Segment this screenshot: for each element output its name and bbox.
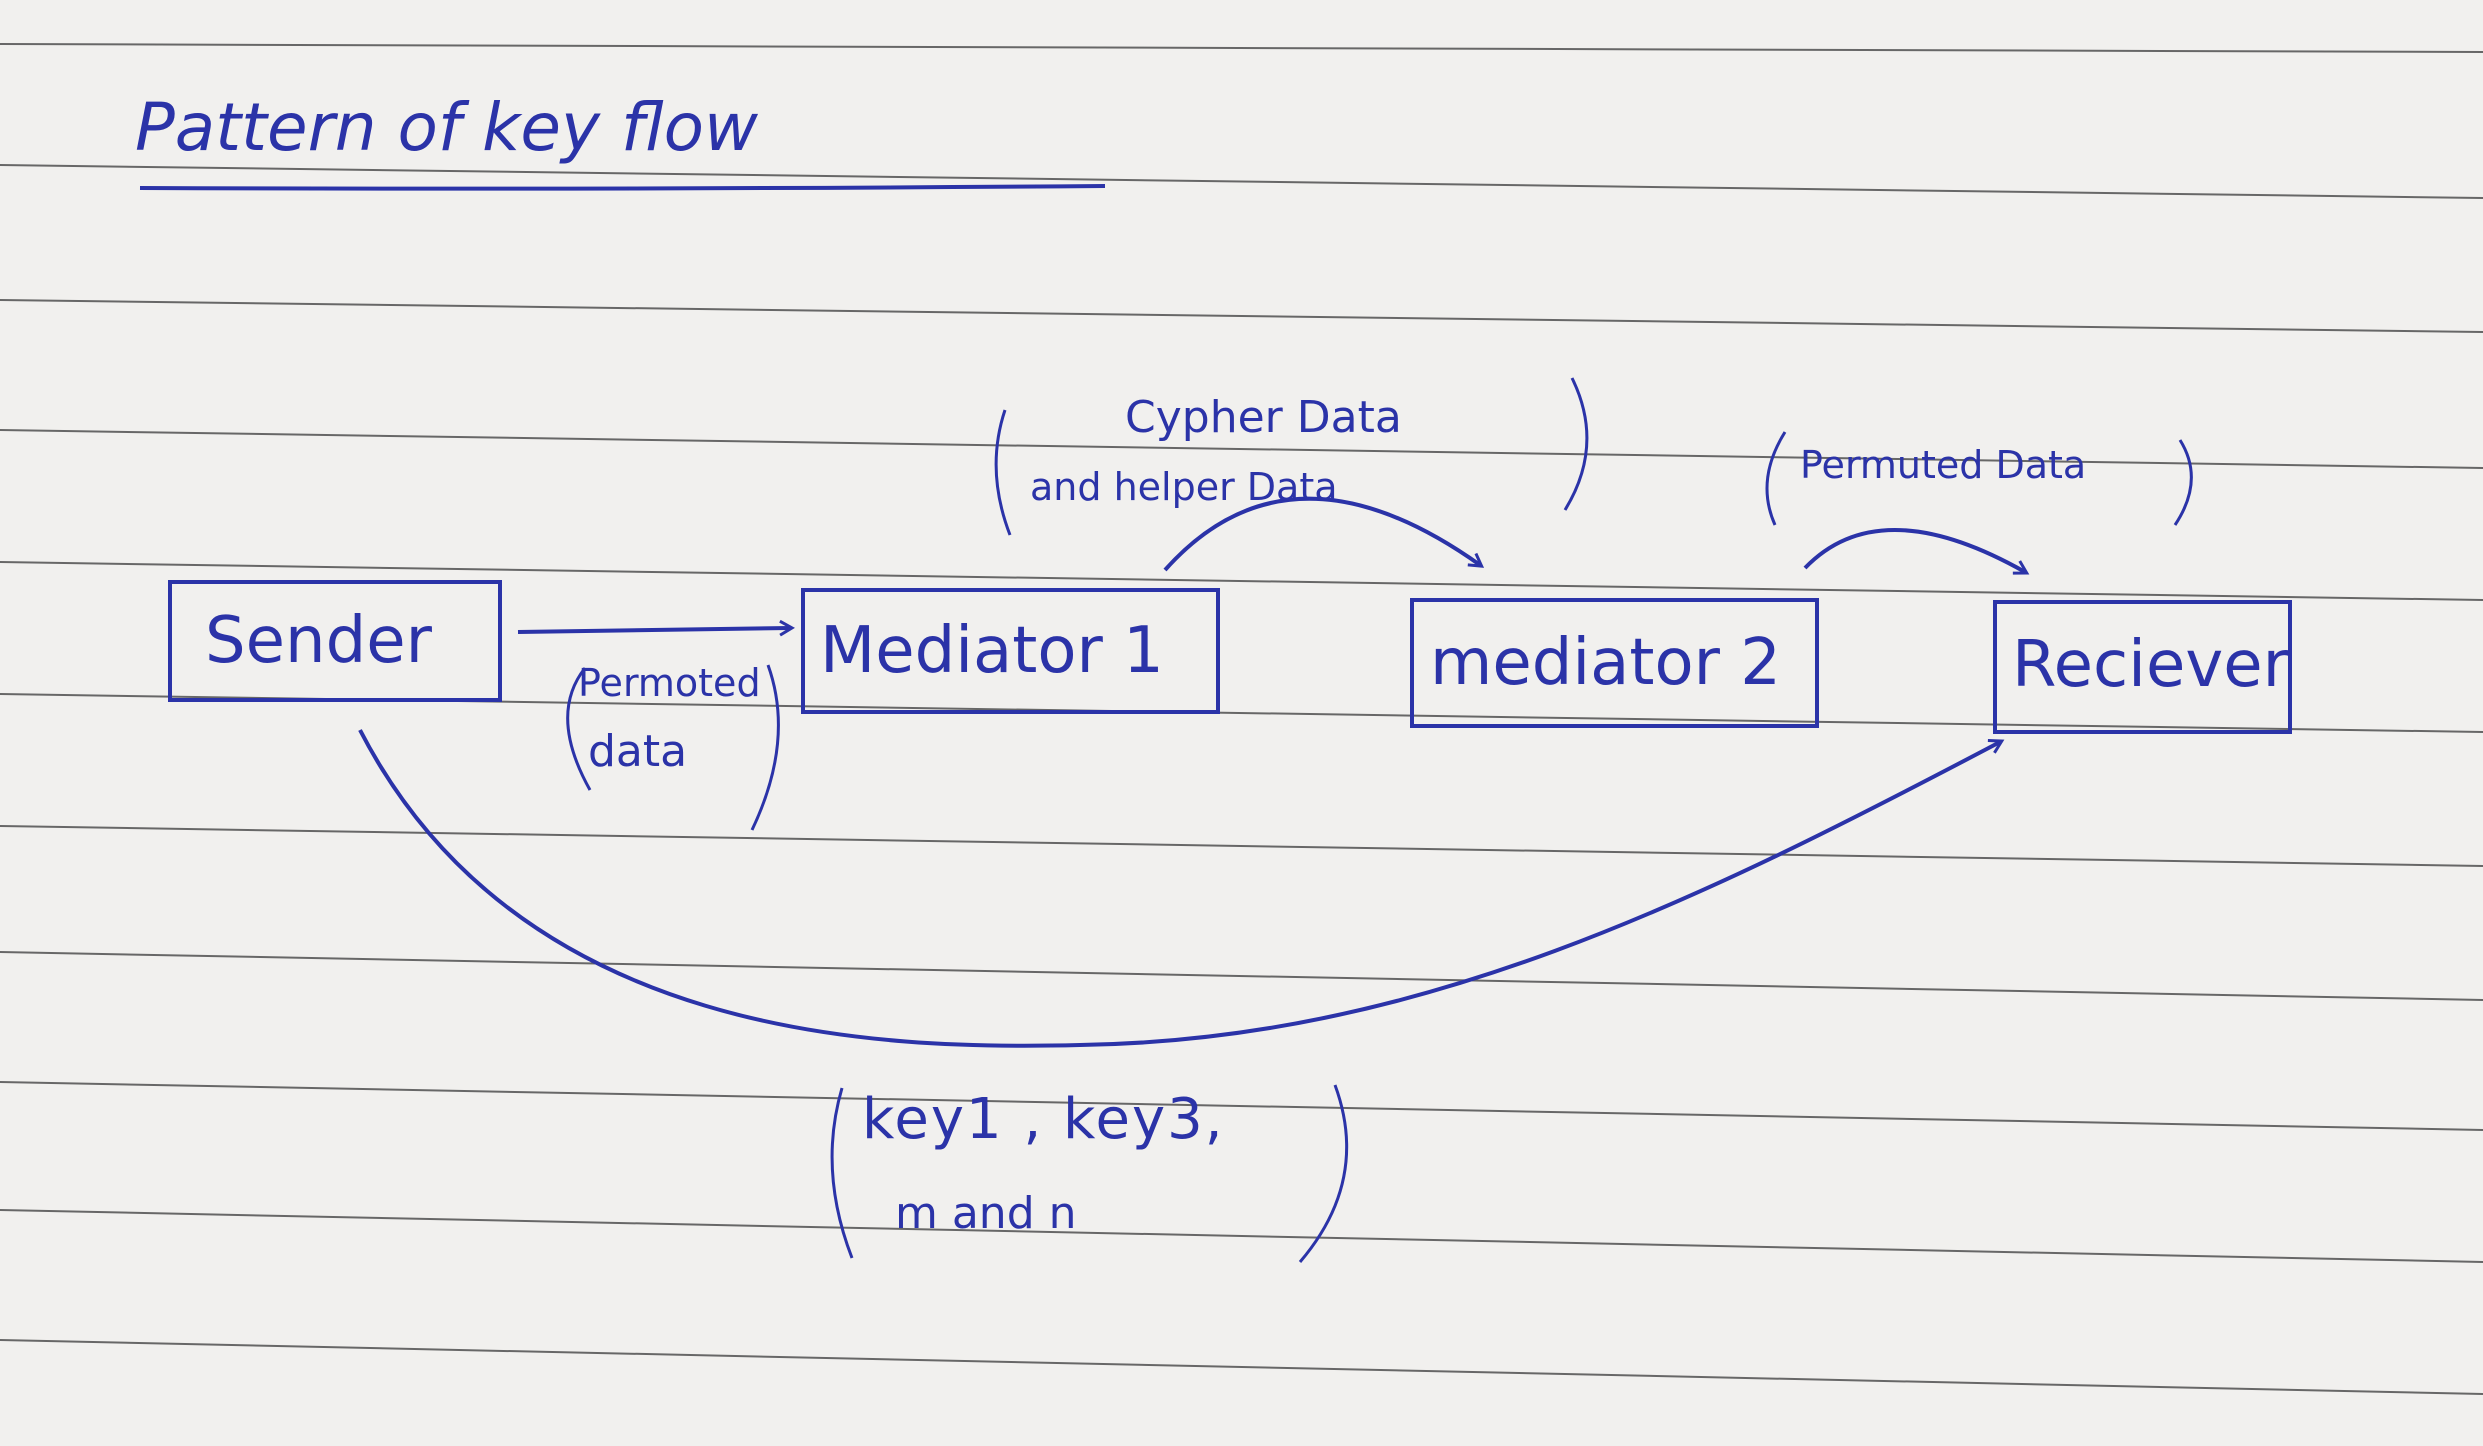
paren-left: [1765, 431, 1787, 526]
paren-right: [2173, 439, 2193, 526]
paren-right: [750, 664, 780, 831]
paren-right: [1563, 377, 1589, 511]
sender-box: [168, 580, 502, 702]
mediator1-label: Mediator 1: [820, 614, 1164, 688]
node-receiver: Reciever: [1993, 600, 2292, 734]
m1-m2-label-line1: Cypher Data: [1125, 392, 1402, 443]
sender-label: Sender: [205, 604, 433, 678]
mediator2-box: [1410, 598, 1819, 728]
paren-right: [1298, 1084, 1349, 1263]
label-sender-to-receiver: key1 , key3, m and n: [830, 1084, 1349, 1263]
receiver-label: Reciever: [2012, 628, 2290, 702]
label-sender-to-mediator1: Permoted data: [566, 661, 780, 831]
mediator1-box: [801, 588, 1220, 714]
rule-line: [0, 299, 2483, 333]
label-mediator1-to-mediator2: Cypher Data and helper Data: [994, 377, 1589, 536]
rule-line: [0, 561, 2483, 601]
node-sender: Sender: [168, 580, 502, 702]
arrow-mediator1-to-mediator2: [1163, 496, 1485, 572]
rule-line: [0, 429, 2483, 469]
paren-left: [830, 1087, 854, 1259]
m1-m2-label-line2: and helper Data: [1030, 465, 1338, 509]
rule-line: [0, 164, 2483, 199]
rule-line: [0, 43, 2483, 53]
arrow-sender-to-receiver: [358, 729, 2005, 1048]
rule-line: [0, 1081, 2483, 1131]
receiver-box: [1993, 600, 2292, 734]
rule-line: [0, 1209, 2483, 1263]
sender-m1-label-line1: Permoted: [578, 661, 761, 705]
page-title: Pattern of key flow: [135, 89, 759, 166]
keys-label-line1: key1 , key3,: [862, 1087, 1225, 1152]
paren-left: [566, 667, 592, 791]
label-mediator2-to-receiver: Permuted Data: [1765, 431, 2193, 526]
rule-line: [0, 825, 2483, 867]
node-mediator-1: Mediator 1: [801, 588, 1220, 714]
rule-line: [0, 1339, 2483, 1395]
paren-left: [994, 409, 1012, 536]
arrow-mediator2-to-receiver: [1803, 528, 2030, 575]
rule-line: [0, 951, 2483, 1001]
node-mediator-2: mediator 2: [1410, 598, 1819, 728]
mediator2-label: mediator 2: [1430, 626, 1781, 700]
title-underline: [139, 184, 1106, 191]
arrow-sender-to-mediator1: [517, 619, 795, 637]
keys-label-line2: m and n: [895, 1188, 1077, 1239]
sender-m1-label-line2: data: [588, 726, 687, 777]
m2-receiver-label: Permuted Data: [1800, 443, 2086, 487]
